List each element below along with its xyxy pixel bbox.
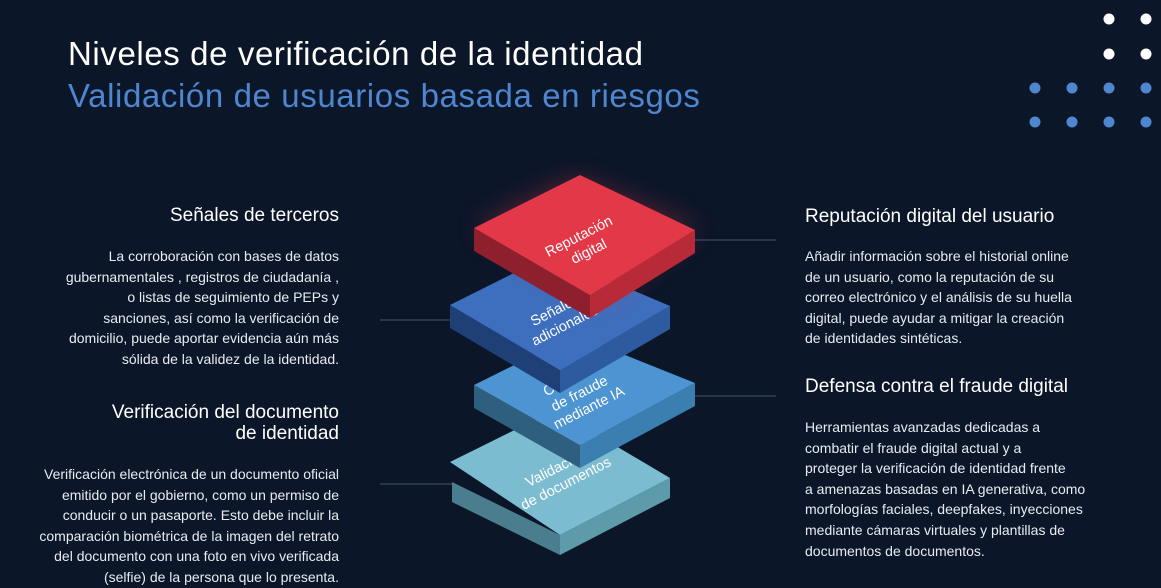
section-title: Defensa contra el fraude digital	[805, 376, 1068, 397]
section-title: Señales de terceros	[170, 205, 339, 226]
body-line: sanciones, así como la verificación de	[103, 309, 339, 326]
body-line: de un usuario, como la reputación de su	[805, 268, 1055, 285]
layer-controles-fraude: Controles de fraude mediante IA	[474, 335, 695, 468]
body-line: o listas de seguimiento de PEPs y	[127, 289, 339, 306]
section-body: La corroboración con bases de datos gube…	[19, 246, 339, 370]
section-defensa-fraude: Defensa contra el fraude digital Herrami…	[805, 376, 1135, 561]
title-line: Verificación del documento	[111, 402, 339, 423]
body-line: gubernamentales , registros de ciudadaní…	[65, 268, 339, 285]
body-line: a amenazas basadas en IA generativa, com…	[805, 480, 1086, 497]
section-title: Reputación digital del usuario	[805, 206, 1055, 227]
title-line: de identidad	[235, 423, 339, 444]
layer-reputacion-digital: Reputación digital	[474, 175, 695, 318]
page-subtitle: Validación de usuarios basada en riesgos	[68, 77, 701, 114]
body-line: comparación biométrica de la imagen del …	[39, 527, 339, 544]
page-title: Niveles de verificación de la identidad	[68, 35, 644, 72]
section-senales-terceros: Señales de terceros La corroboración con…	[19, 205, 339, 370]
section-reputacion-digital: Reputación digital del usuario Añadir in…	[805, 206, 1105, 349]
body-line: digital, puede ayudar a mitigar la creac…	[805, 309, 1065, 326]
section-verificacion-documento: Verificación del documento de identidad …	[0, 402, 339, 588]
section-body: Herramientas avanzadas dedicadas a comba…	[805, 417, 1135, 561]
dot-grid-decoration	[1029, 13, 1152, 128]
body-line: del documento con una foto en vivo verif…	[54, 548, 339, 565]
section-body: Añadir información sobre el historial on…	[805, 246, 1105, 349]
body-line: (selfie) de la persona que lo presenta.	[103, 568, 339, 585]
body-line: proteger la verificación de identidad fr…	[805, 460, 1066, 477]
body-line: sólida de la validez de la identidad.	[121, 350, 339, 367]
body-line: conducir o un pasaporte. Esto debe inclu…	[62, 507, 339, 524]
section-title: Verificación del documento de identidad	[0, 402, 339, 444]
body-line: combatir el fraude digital actual y a	[805, 439, 1022, 456]
body-line: La corroboración con bases de datos	[108, 248, 339, 264]
body-line: domicilio, puede aportar evidencia aún m…	[68, 330, 339, 347]
body-line: Verificación electrónica de un documento…	[44, 466, 339, 482]
body-line: documentos de documentos.	[805, 542, 985, 559]
layer-validacion-documentos: Validación de documentos	[450, 410, 670, 555]
section-body: Verificación electrónica de un documento…	[0, 464, 339, 588]
body-line: Añadir información sobre el historial on…	[805, 248, 1069, 264]
body-line: de identidades sintéticas.	[805, 330, 963, 347]
body-line: morfologías faciales, deepfakes, inyecci…	[805, 501, 1083, 518]
body-line: correo electrónico y el análisis de su h…	[805, 289, 1072, 306]
body-line: emitido por el gobierno, como un permiso…	[61, 486, 339, 503]
body-line: Herramientas avanzadas dedicadas a	[805, 419, 1041, 435]
body-line: mediante cámaras virtuales y plantillas …	[805, 521, 1065, 538]
